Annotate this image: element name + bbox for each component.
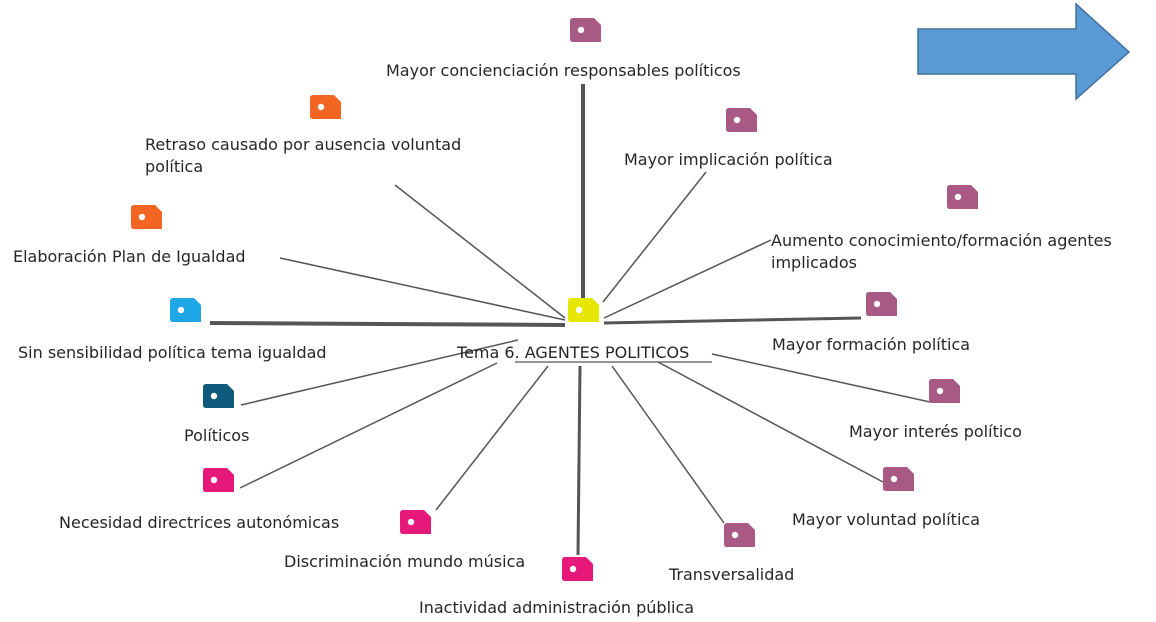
- connector-lines: [209, 84, 931, 556]
- tag-icon-mayor-formacion[interactable]: [866, 292, 897, 316]
- tag-icon-transversalidad[interactable]: [724, 523, 755, 547]
- node-label-mayor-formacion[interactable]: Mayor formación política: [772, 335, 971, 354]
- center-tag-icon[interactable]: [568, 298, 599, 322]
- node-label-necesidad-directrices[interactable]: Necesidad directrices autonómicas: [59, 513, 340, 532]
- edge-elaboracion-plan: [279, 257, 566, 321]
- tag-icon-retraso-causado[interactable]: [310, 95, 341, 119]
- tag-icon-sin-sensibilidad[interactable]: [170, 298, 201, 322]
- edge-sin-sensibilidad: [209, 321, 566, 327]
- node-label-inactividad-administracion[interactable]: Inactividad administración pública: [419, 598, 695, 617]
- center-node-label[interactable]: Tema 6. AGENTES POLITICOS: [457, 343, 690, 362]
- node-label-mayor-implicacion[interactable]: Mayor implicación política: [624, 150, 833, 169]
- node-label-retraso-causado[interactable]: Retraso causado por ausencia voluntad po…: [145, 135, 462, 176]
- node-label-mayor-interes[interactable]: Mayor interés político: [849, 422, 1022, 441]
- edge-inactividad-administracion: [576, 365, 582, 556]
- edge-transversalidad: [611, 365, 725, 524]
- edge-necesidad-directrices: [239, 362, 498, 489]
- edge-retraso-causado: [394, 184, 566, 319]
- tag-icon-aumento-conocimiento[interactable]: [947, 185, 978, 209]
- edge-mayor-voluntad: [657, 361, 884, 483]
- edge-discriminacion-musica: [435, 365, 549, 511]
- node-label-aumento-conocimiento[interactable]: Aumento conocimiento/formación agentes i…: [771, 231, 1112, 272]
- tag-icon-inactividad-administracion[interactable]: [562, 557, 593, 581]
- tag-icon-mayor-interes[interactable]: [929, 379, 960, 403]
- tag-icon-politicos[interactable]: [203, 384, 234, 408]
- tag-icon-necesidad-directrices[interactable]: [203, 468, 234, 492]
- node-label-transversalidad[interactable]: Transversalidad: [669, 565, 795, 584]
- tag-icon-mayor-voluntad[interactable]: [883, 467, 914, 491]
- tag-icon-mayor-implicacion[interactable]: [726, 108, 757, 132]
- edge-mayor-interes: [711, 353, 931, 403]
- code-tags: [131, 18, 978, 581]
- edge-aumento-conocimiento: [603, 239, 772, 319]
- tag-icon-mayor-concienciacion[interactable]: [570, 18, 601, 42]
- edge-mayor-formacion: [603, 316, 862, 325]
- node-label-mayor-concienciacion[interactable]: Mayor concienciación responsables políti…: [386, 61, 741, 80]
- node-label-mayor-voluntad[interactable]: Mayor voluntad política: [792, 510, 980, 529]
- node-label-politicos[interactable]: Políticos: [184, 426, 250, 445]
- tag-icon-elaboracion-plan[interactable]: [131, 205, 162, 229]
- right-arrow-icon: [917, 2, 1131, 101]
- edge-mayor-implicacion: [602, 171, 707, 303]
- node-label-discriminacion-musica[interactable]: Discriminación mundo música: [284, 552, 526, 571]
- edge-politicos: [240, 339, 519, 406]
- node-label-sin-sensibilidad[interactable]: Sin sensibilidad política tema igualdad: [18, 343, 327, 362]
- node-label-elaboracion-plan[interactable]: Elaboración Plan de Igualdad: [13, 247, 246, 266]
- tag-icon-discriminacion-musica[interactable]: [400, 510, 431, 534]
